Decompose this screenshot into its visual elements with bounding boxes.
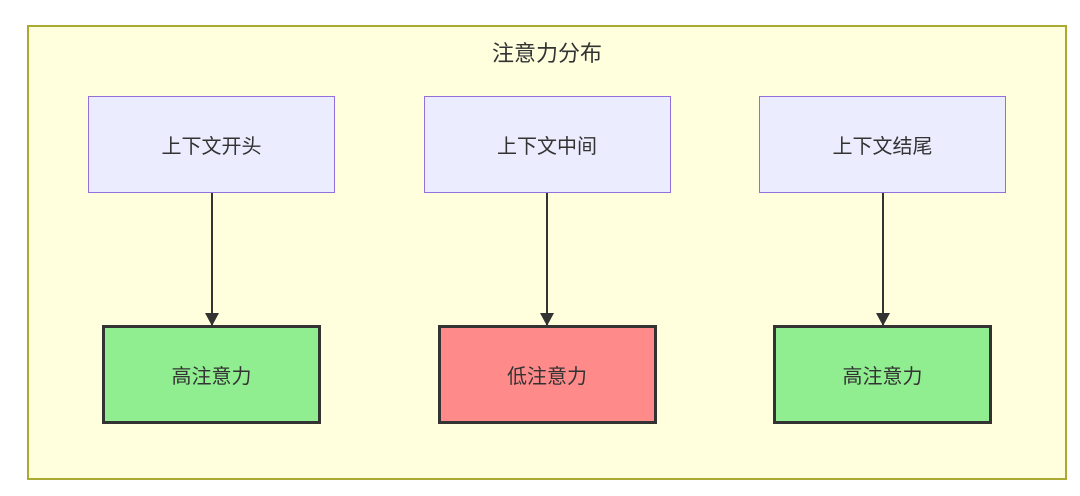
arrow-context-start: [204, 193, 219, 326]
flow-column-context-middle: 上下文中间 低注意力: [423, 96, 671, 424]
arrow-context-middle: [540, 193, 554, 326]
diagram-title: 注意力分布: [491, 41, 602, 66]
node-context-middle: 上下文中间: [423, 96, 671, 193]
flow-column-context-start: 上下文开头 高注意力: [88, 96, 335, 424]
arrowhead-icon: [875, 313, 890, 326]
arrowhead-icon: [540, 313, 554, 326]
node-high-attention-right: 高注意力: [773, 325, 992, 424]
attention-distribution-container: 注意力分布 上下文开头 高注意力 上下文中间 低注意力 上下文结尾: [27, 25, 1067, 480]
node-context-start: 上下文开头: [88, 96, 335, 193]
arrowhead-icon: [204, 313, 219, 326]
node-low-attention: 低注意力: [437, 325, 657, 424]
node-high-attention-left: 高注意力: [102, 325, 321, 424]
diagram-columns: 上下文开头 高注意力 上下文中间 低注意力 上下文结尾 高注意力: [29, 96, 1065, 424]
node-context-end: 上下文结尾: [759, 96, 1006, 193]
flow-column-context-end: 上下文结尾 高注意力: [759, 96, 1006, 424]
arrow-context-end: [875, 193, 890, 326]
